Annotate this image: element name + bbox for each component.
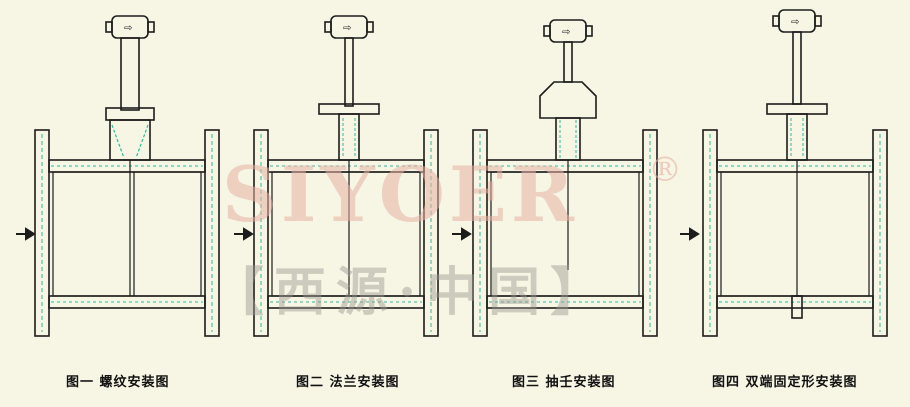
head-right-nub — [585, 25, 593, 37]
ball-valve-body — [539, 81, 597, 119]
watermark-subtitle: 【西源·中国】 — [212, 262, 613, 323]
bottom-support — [791, 295, 803, 319]
flow-arrow — [680, 227, 700, 241]
caption-figure-1: 图一 螺纹安装图 — [66, 375, 170, 390]
figure-4-double-end-install: ⇨ — [680, 9, 888, 337]
sensor-stem — [563, 41, 573, 83]
flow-arrow — [452, 227, 472, 241]
mounting-flange — [766, 103, 828, 115]
top-pipe-wall — [716, 159, 874, 173]
top-pipe-wall — [48, 159, 206, 173]
right-flange — [872, 129, 888, 337]
left-flange — [702, 129, 718, 337]
head-left-nub — [543, 25, 551, 37]
pipe-bore — [52, 171, 202, 297]
watermark-registered-mark: ® — [648, 150, 682, 190]
sensor-stem — [344, 37, 354, 107]
thread-lines — [111, 124, 149, 159]
pipe-bore — [720, 171, 870, 297]
left-flange — [34, 129, 50, 337]
thread-boss — [109, 119, 151, 161]
head-right-nub — [147, 21, 155, 33]
head-right-nub — [366, 21, 374, 33]
caption-figure-4: 图四 双端固定形安装图 — [712, 375, 858, 390]
pipe-bore — [490, 171, 640, 297]
head-glyph: ⇨ — [562, 27, 570, 38]
right-flange — [423, 129, 439, 337]
flow-arrow — [16, 227, 36, 241]
caption-figure-2: 图二 法兰安装图 — [296, 375, 400, 390]
sensor-stem — [792, 31, 802, 105]
bottom-pipe-wall — [48, 295, 206, 309]
head-left-nub — [772, 15, 780, 27]
flow-arrow — [234, 227, 254, 241]
figure-3-hot-tap-install: ⇨ — [452, 19, 658, 337]
left-flange — [472, 129, 488, 337]
left-flange — [253, 129, 269, 337]
flange-neck — [786, 113, 808, 161]
head-left-nub — [105, 21, 113, 33]
head-right-nub — [814, 15, 822, 27]
figure-2-flange-install: ⇨ — [234, 15, 439, 337]
right-flange — [204, 129, 220, 337]
right-flange — [642, 129, 658, 337]
head-glyph: ⇨ — [124, 23, 132, 34]
bottom-pipe-wall — [716, 295, 874, 309]
watermark-brand: SIYOER — [222, 150, 578, 239]
head-glyph: ⇨ — [791, 17, 799, 28]
caption-figure-3: 图三 抽壬安装图 — [512, 375, 616, 390]
figure-1-thread-install: ⇨ — [16, 15, 220, 337]
sensor-stem — [120, 37, 140, 111]
pipe-bore — [271, 171, 421, 297]
head-left-nub — [324, 21, 332, 33]
head-glyph: ⇨ — [343, 23, 351, 34]
